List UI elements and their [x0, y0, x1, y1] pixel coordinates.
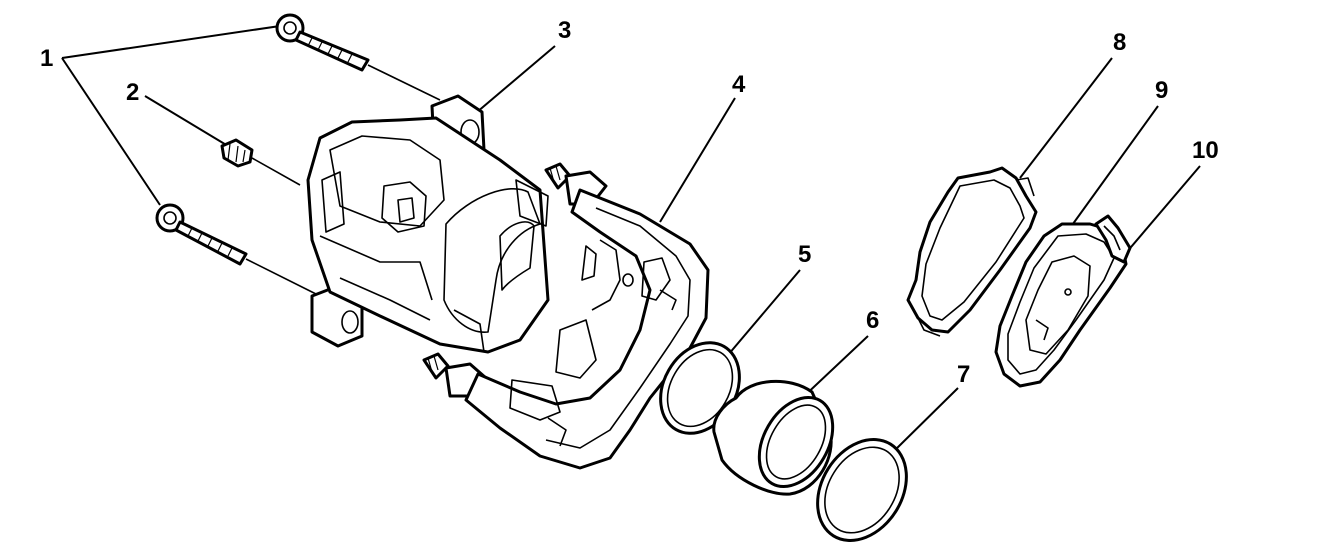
leader-5 — [727, 269, 801, 356]
leader-1a — [61, 25, 281, 59]
wear-indicator-clip — [1094, 214, 1132, 264]
callout-4: 4 — [732, 71, 746, 98]
piston-boot — [816, 438, 908, 542]
callout-1: 1 — [40, 45, 53, 72]
leader-lines — [61, 25, 1201, 454]
bleeder-valve — [220, 138, 301, 186]
callout-8: 8 — [1113, 29, 1126, 56]
leader-7 — [891, 387, 959, 454]
caliper-mounting-bracket — [422, 162, 710, 470]
callout-7: 7 — [957, 361, 970, 388]
caliper-body — [306, 94, 550, 354]
leader-9 — [1069, 105, 1159, 229]
callout-6: 6 — [866, 307, 879, 334]
outboard-brake-pad — [906, 166, 1038, 337]
callout-2: 2 — [126, 79, 139, 106]
leader-6 — [799, 335, 869, 401]
leader-2 — [144, 95, 229, 147]
callout-9: 9 — [1155, 77, 1168, 104]
callout-5: 5 — [798, 241, 811, 268]
callout-10: 10 — [1192, 137, 1219, 164]
caliper-piston — [712, 379, 835, 496]
guide-pin-bolt-upper — [275, 13, 441, 101]
leader-10 — [1119, 165, 1201, 261]
callout-3: 3 — [558, 17, 571, 44]
leader-3 — [469, 45, 556, 119]
leader-1b — [61, 57, 161, 206]
guide-pin-bolt-lower — [155, 203, 321, 297]
leader-4 — [659, 97, 736, 223]
leader-8 — [1019, 57, 1113, 179]
